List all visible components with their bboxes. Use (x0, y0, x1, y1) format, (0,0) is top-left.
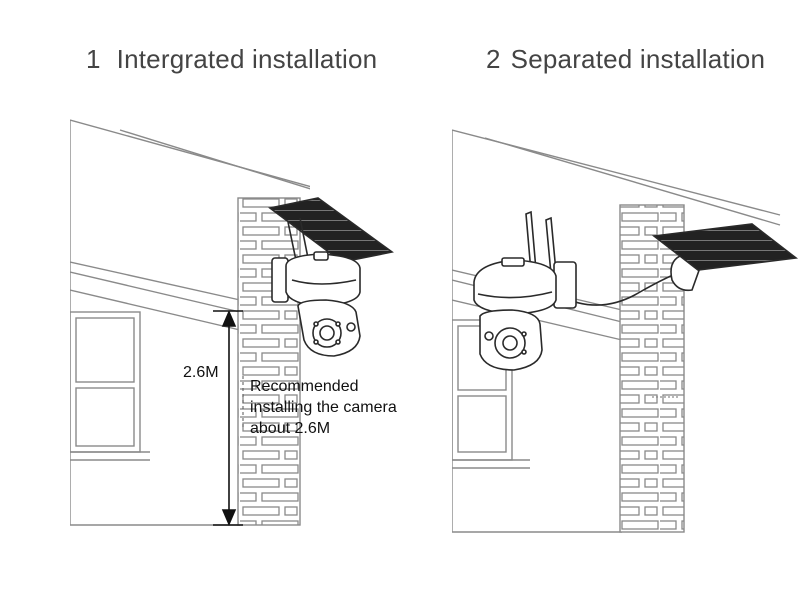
height-dimension (213, 309, 243, 527)
recommendation-line-3: about 2.6M (250, 420, 331, 437)
panel-2-title: 2 Separated installation (486, 44, 765, 75)
separate-solar-panel (651, 223, 799, 292)
recommendation-line-2: installing the camera (250, 399, 397, 416)
panel-1-brick-wall (237, 197, 301, 526)
panel-1-number: 1 (86, 44, 101, 74)
panel-2-number: 2 (486, 44, 501, 74)
solar-panel (268, 197, 394, 263)
separated-camera (473, 210, 577, 371)
panel-1-scene (70, 119, 310, 526)
recommendation-line-1: Recommended (250, 378, 359, 395)
panel-1-title-text: Intergrated installation (116, 44, 378, 74)
panel-2-brick-wall (619, 204, 685, 533)
integrated-camera (268, 197, 394, 357)
panel-1-title: 1 Intergrated installation (86, 44, 377, 75)
height-label: 2.6M (183, 364, 219, 381)
panel-2-title-text: Separated installation (510, 44, 766, 74)
recommendation-text: Recommended installing the camera about … (250, 376, 397, 439)
